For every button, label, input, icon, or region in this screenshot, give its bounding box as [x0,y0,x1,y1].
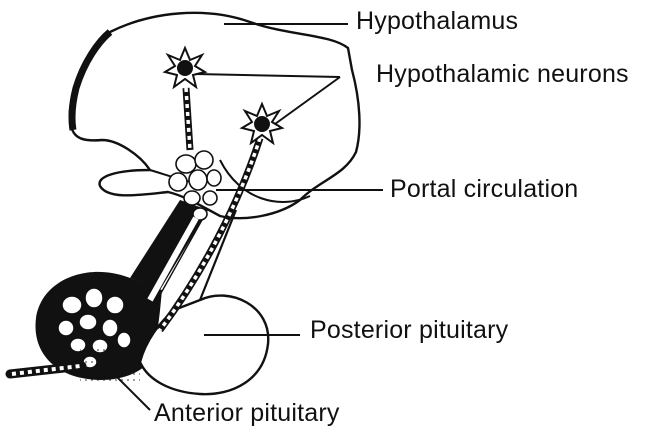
label-posterior-pituitary: Posterior pituitary [310,318,508,343]
label-hypothalamus: Hypothalamus [356,9,518,34]
hypothalamus-outline [70,13,360,218]
label-portal-circulation: Portal circulation [390,177,578,202]
stipple-region [80,348,140,384]
label-anterior-pituitary: Anterior pituitary [154,401,340,426]
axon-to-portal [186,88,190,150]
label-hypothalamic-neurons: Hypothalamic neurons [376,62,629,87]
